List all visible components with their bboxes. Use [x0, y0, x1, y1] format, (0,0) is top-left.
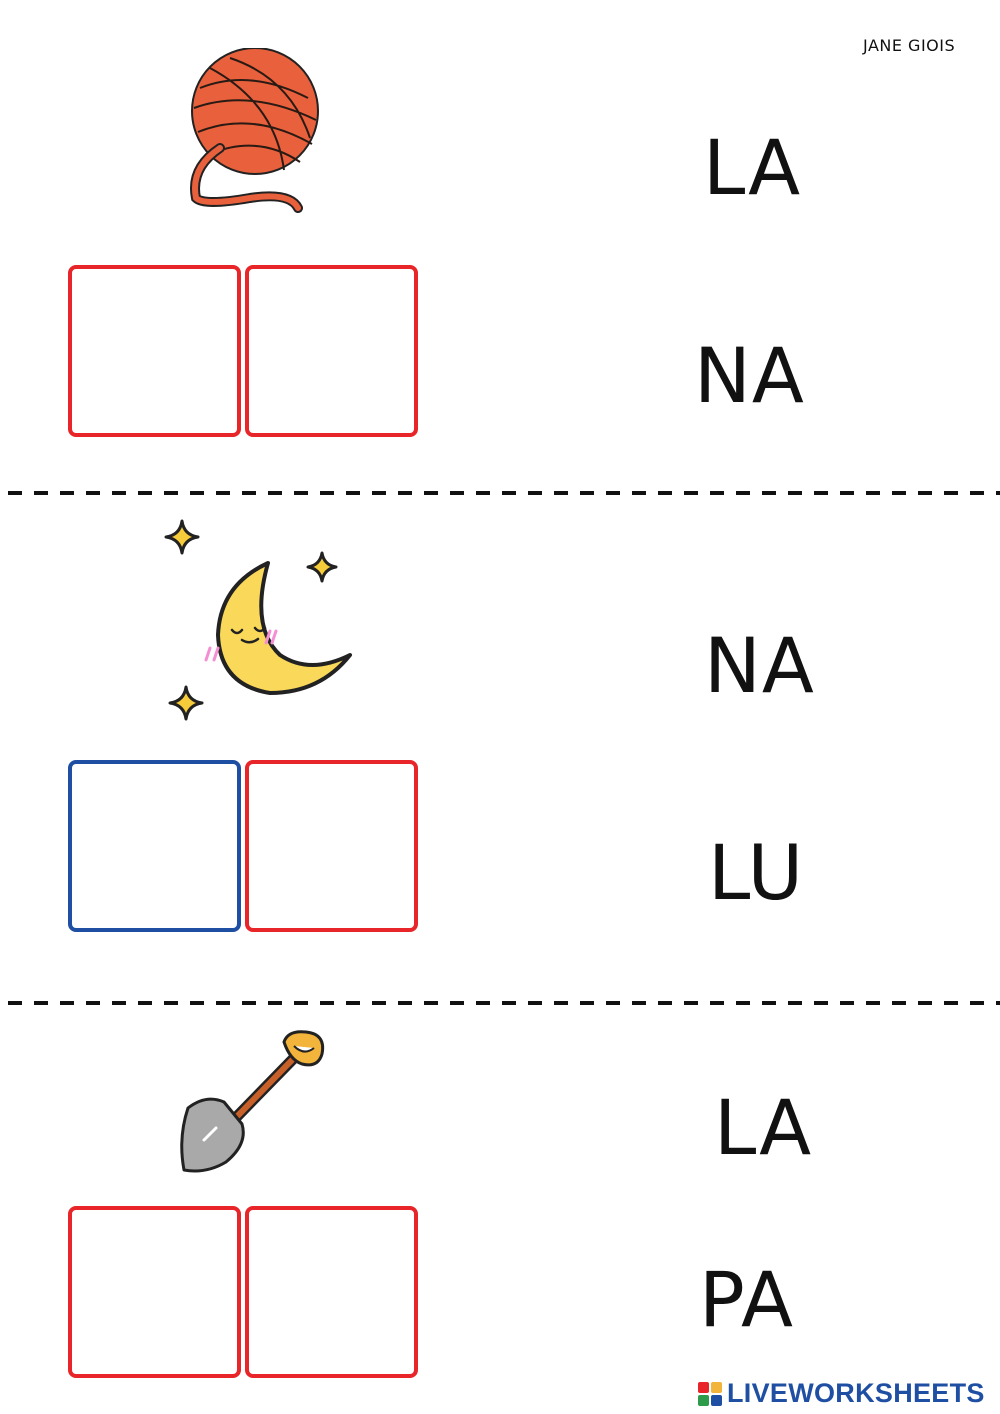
liveworksheets-logo-icon [698, 1381, 722, 1406]
dashed-divider-2 [8, 1001, 1000, 1005]
answer-box-2a[interactable] [68, 760, 241, 932]
syllable-3b[interactable]: PA [699, 1255, 794, 1344]
shovel-icon [180, 1030, 325, 1173]
syllable-1b[interactable]: NA [694, 331, 805, 420]
syllable-3a[interactable]: LA [714, 1083, 813, 1172]
answer-box-2b[interactable] [245, 760, 418, 932]
answer-box-1a[interactable] [68, 265, 241, 437]
brand-name: LIVEWORKSHEETS [727, 1378, 985, 1408]
liveworksheets-brand[interactable]: LIVEWORKSHEETS [697, 1380, 985, 1407]
syllable-1a[interactable]: LA [703, 123, 802, 212]
dashed-divider-1 [8, 491, 1000, 495]
yarn-ball-icon [190, 48, 319, 213]
answer-box-3a[interactable] [68, 1206, 241, 1378]
answer-box-1b[interactable] [245, 265, 418, 437]
syllable-2b[interactable]: LU [708, 828, 805, 917]
answer-box-3b[interactable] [245, 1206, 418, 1378]
moon-with-stars-icon [164, 519, 352, 721]
syllable-2a[interactable]: NA [704, 621, 815, 710]
author-label: JANE GIOIS [863, 36, 956, 55]
